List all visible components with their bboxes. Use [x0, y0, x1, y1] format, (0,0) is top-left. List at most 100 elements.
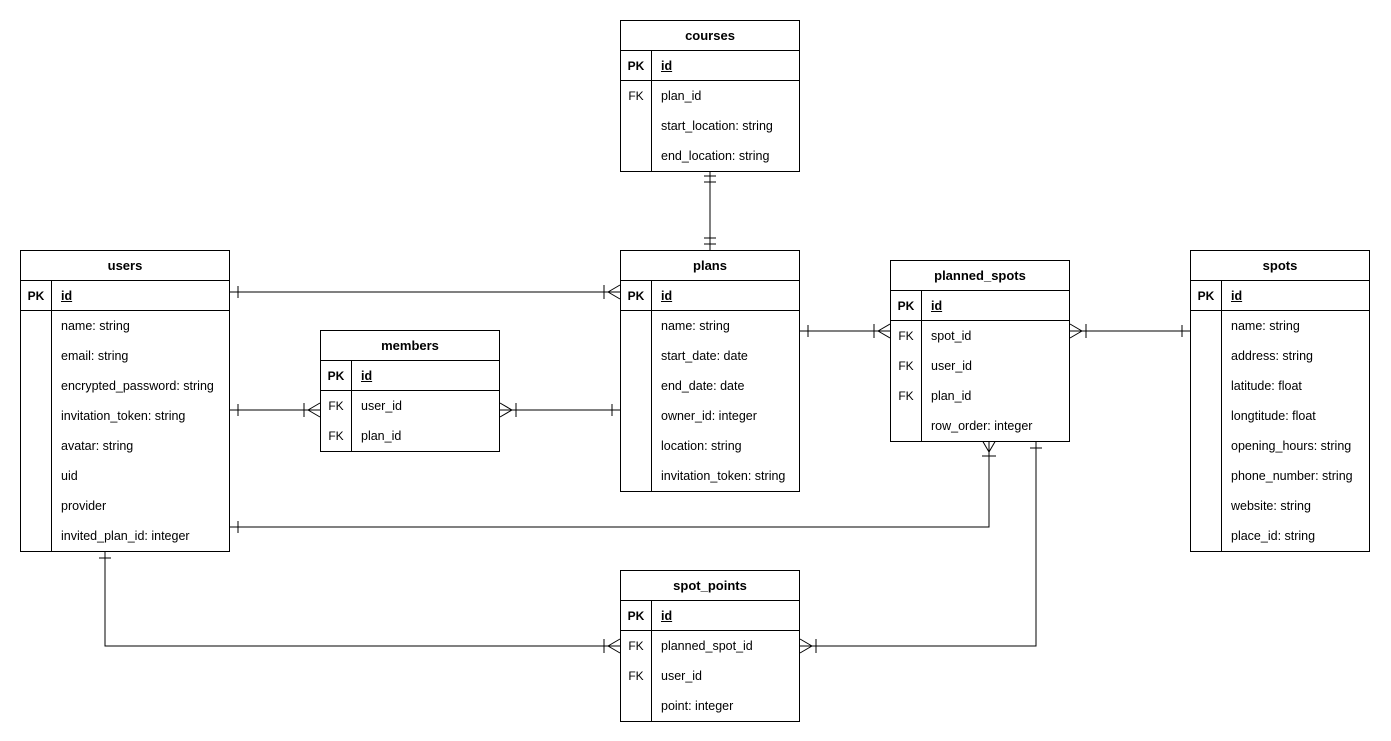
- entity-title: courses: [621, 21, 799, 51]
- relationship-plans-planned_spots[interactable]: [800, 323, 891, 339]
- key-cell: [21, 341, 52, 371]
- key-cell: PK: [1191, 281, 1222, 310]
- entity-row: location: string: [621, 431, 799, 461]
- entity-row: longtitude: float: [1191, 401, 1369, 431]
- field-label: id: [361, 368, 373, 383]
- key-cell: [1191, 371, 1222, 401]
- field-label: user_id: [361, 399, 402, 413]
- relationship-users-plans[interactable]: [230, 284, 621, 300]
- field-label: website: string: [1231, 499, 1311, 513]
- entity-row: FK user_id: [891, 351, 1069, 381]
- field-label: planned_spot_id: [661, 639, 753, 653]
- relationship-users-members[interactable]: [230, 402, 321, 418]
- entity-row: website: string: [1191, 491, 1369, 521]
- field-label: point: integer: [661, 699, 734, 713]
- key-cell: [21, 431, 52, 461]
- key-cell: FK: [891, 351, 922, 381]
- relationship-users-planned_spots[interactable]: [230, 439, 997, 533]
- relationship-planned_spots-spot_points[interactable]: [799, 440, 1042, 654]
- field-label: invitation_token: string: [661, 469, 786, 483]
- entity-row: name: string: [21, 311, 229, 341]
- entity-row: opening_hours: string: [1191, 431, 1369, 461]
- key-cell: PK: [21, 281, 52, 310]
- key-cell: [1191, 491, 1222, 521]
- entity-row: end_location: string: [621, 141, 799, 171]
- field-label: opening_hours: string: [1231, 439, 1352, 453]
- entity-row: FK plan_id: [891, 381, 1069, 411]
- key-cell: [1191, 341, 1222, 371]
- field-label: id: [1231, 288, 1243, 303]
- key-cell: FK: [621, 631, 652, 661]
- key-cell: [621, 431, 652, 461]
- entity-title: spot_points: [621, 571, 799, 601]
- relationship-courses-plans[interactable]: [704, 170, 716, 250]
- entity-row: PK id: [321, 361, 499, 391]
- entity-title: users: [21, 251, 229, 281]
- entity-row: name: string: [1191, 311, 1369, 341]
- field-label: encrypted_password: string: [61, 379, 214, 393]
- field-label: address: string: [1231, 349, 1313, 363]
- entity-title: spots: [1191, 251, 1369, 281]
- entity-row: invitation_token: string: [21, 401, 229, 431]
- entity-row: encrypted_password: string: [21, 371, 229, 401]
- field-label: id: [661, 58, 673, 73]
- key-cell: [21, 521, 52, 551]
- field-label: uid: [61, 469, 78, 483]
- key-cell: [21, 371, 52, 401]
- relationship-planned_spots-spots[interactable]: [1069, 323, 1190, 339]
- field-label: start_date: date: [661, 349, 748, 363]
- field-label: owner_id: integer: [661, 409, 757, 423]
- entity-row: start_date: date: [621, 341, 799, 371]
- field-label: location: string: [661, 439, 742, 453]
- field-label: email: string: [61, 349, 129, 363]
- key-cell: [21, 311, 52, 341]
- key-cell: [621, 111, 652, 141]
- entity-row: owner_id: integer: [621, 401, 799, 431]
- entity-title: members: [321, 331, 499, 361]
- field-label: latitude: float: [1231, 379, 1302, 393]
- field-label: name: string: [661, 319, 730, 333]
- key-cell: [21, 401, 52, 431]
- entity-row: row_order: integer: [891, 411, 1069, 441]
- field-label: invitation_token: string: [61, 409, 186, 423]
- key-cell: [1191, 401, 1222, 431]
- field-label: start_location: string: [661, 119, 773, 133]
- key-cell: [1191, 461, 1222, 491]
- key-cell: FK: [891, 381, 922, 411]
- entity-row: place_id: string: [1191, 521, 1369, 551]
- key-cell: FK: [621, 661, 652, 691]
- relationship-members-plans[interactable]: [499, 402, 620, 418]
- entity-row: uid: [21, 461, 229, 491]
- field-label: plan_id: [931, 389, 972, 403]
- entity-row: PK id: [1191, 281, 1369, 311]
- key-cell: PK: [621, 601, 652, 630]
- field-label: id: [931, 298, 943, 313]
- entity-row: invitation_token: string: [621, 461, 799, 491]
- field-label: place_id: string: [1231, 529, 1316, 543]
- key-cell: PK: [321, 361, 352, 390]
- relationship-users-spot_points[interactable]: [99, 550, 621, 654]
- field-label: row_order: integer: [931, 419, 1033, 433]
- key-cell: [891, 411, 922, 441]
- entity-row: end_date: date: [621, 371, 799, 401]
- entity-row: FK planned_spot_id: [621, 631, 799, 661]
- key-cell: FK: [891, 321, 922, 351]
- key-cell: [621, 141, 652, 171]
- key-cell: [621, 461, 652, 491]
- entity-row: latitude: float: [1191, 371, 1369, 401]
- field-label: user_id: [931, 359, 972, 373]
